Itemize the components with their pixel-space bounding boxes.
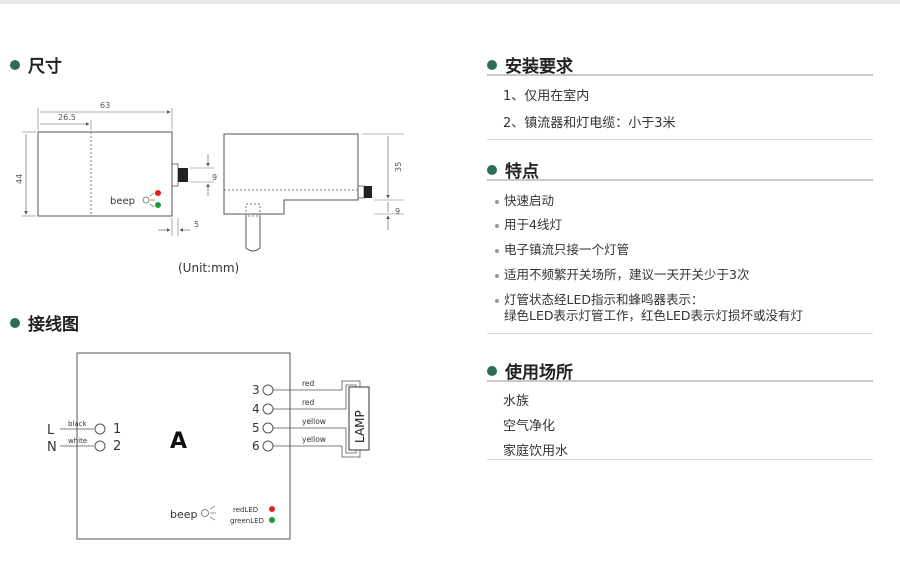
lamp-tube [348,386,370,451]
terminal-2-label: 2 [113,439,121,454]
wiring-title-text: 接线图 [28,315,79,335]
section-bullet-icon [487,365,497,376]
wiring-diagram: A L N black white 1 2 3 4 5 6 red red ye… [47,352,370,540]
usage-item-1: 水族 [503,394,530,409]
front-red-led-icon [155,190,161,196]
section-bullet-icon [10,317,20,328]
wiring-green-led-icon [269,517,275,523]
section-install-title: 安装要求 [487,52,573,77]
dim-44-label: 44 [15,174,24,184]
terminal-3-label: 3 [252,383,260,397]
wiring-beep-sound-icon [201,505,216,521]
wire-black-label: black [68,420,88,428]
section-dimensions-title: 尺寸 [10,52,62,77]
front-beep-label: beep [110,196,135,207]
feature-item-5-text: 灯管状态经LED指示和蜂鸣器表示： [504,292,704,307]
terminal-2-icon [94,440,106,452]
input-N-label: N [47,440,57,455]
dim-26-5-label: 26.5 [58,113,76,122]
green-led-label: greenLED [230,517,264,525]
list-bullet-icon [495,298,499,303]
wire-white-label: white [68,437,87,445]
terminal-5-icon [262,422,274,434]
wiring-beep-label: beep [170,508,198,521]
usage-title-rule [487,380,873,382]
feature-item-4-text: 适用不频繁开关场所，建议一天开关少于3次 [504,267,750,282]
feature-item-5: 灯管状态经LED指示和蜂鸣器表示： [495,289,704,308]
section-bullet-icon [487,59,497,70]
install-title-rule [487,74,873,76]
usage-title-text: 使用场所 [505,363,573,383]
dim-35-label: 35 [394,162,403,172]
dim-9-connector-label: 9 [212,173,217,182]
wiring-red-led-icon [269,506,275,512]
terminal-1-icon [94,423,106,435]
usage-bottom-rule [487,459,873,460]
terminal-6-icon [262,440,274,452]
terminal-4-label: 4 [252,402,260,416]
section-wiring-title: 接线图 [10,310,79,335]
front-view-body [37,131,173,217]
terminal-6-label: 6 [252,439,260,453]
lamp-label: LAMP [353,410,367,443]
list-bullet-icon [495,199,499,204]
feature-item-2: 用于4线灯 [495,214,562,233]
section-usage-title: 使用场所 [487,358,573,383]
section-features-title: 特点 [487,157,539,182]
unit-label: (Unit:mm) [178,261,239,275]
usage-item-2: 空气净化 [503,419,556,434]
feature-item-2-text: 用于4线灯 [504,217,562,232]
terminal-1-label: 1 [113,422,121,437]
front-green-led-icon [155,202,161,208]
wire-red-1-label: red [302,379,315,388]
section-bullet-icon [487,164,497,175]
dim-63-label: 63 [100,101,110,110]
features-bottom-rule [487,333,873,334]
dim-5-label: 5 [194,220,199,229]
feature-item-5-line-2: 绿色LED表示灯管工作，红色LED表示灯损坏或没有灯 [504,308,803,323]
wire-yellow-1-label: yellow [302,417,326,426]
section-bullet-icon [10,59,20,70]
beep-sound-icon [142,192,155,208]
terminal-3-icon [262,384,274,396]
dimensions-title-text: 尺寸 [28,57,62,77]
side-view-body [223,133,359,215]
install-item-2: 2、镇流器和灯电缆：小于3米 [503,116,676,131]
usage-item-3: 家庭饮用水 [503,444,569,459]
dim-9-bottom-label: 9 [395,207,400,216]
feature-item-4: 适用不频繁开关场所，建议一天开关少于3次 [495,264,749,283]
red-led-label: redLED [233,506,258,514]
install-item-1: 1、仅用在室内 [503,89,590,104]
dimension-drawing: 63 26.5 44 beep 9 5 35 9 (Unit:mm) [15,101,404,275]
feature-item-3: 电子镇流只接一个灯管 [495,239,629,258]
list-bullet-icon [495,248,499,253]
wire-yellow-2-label: yellow [302,435,326,444]
list-bullet-icon [495,273,499,278]
features-title-text: 特点 [505,162,539,182]
feature-item-1: 快速启动 [495,190,554,209]
terminal-4-icon [262,403,274,415]
feature-item-3-text: 电子镇流只接一个灯管 [504,242,630,257]
list-bullet-icon [495,223,499,228]
install-title-text: 安装要求 [505,57,573,77]
terminal-5-label: 5 [252,421,260,435]
install-bottom-rule [487,139,873,140]
features-title-rule [487,179,873,181]
wire-red-2-label: red [302,398,315,407]
top-bar [0,0,900,4]
feature-item-1-text: 快速启动 [504,193,555,208]
input-L-label: L [47,423,55,438]
wiring-box-label: A [170,429,187,454]
